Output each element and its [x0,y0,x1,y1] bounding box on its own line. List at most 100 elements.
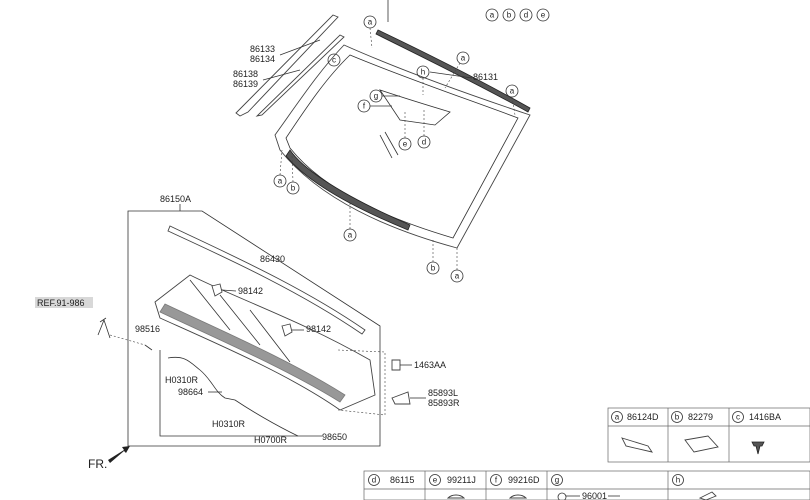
top-moulding-86131 [375,29,531,113]
svg-text:g: g [555,476,559,485]
table-part-86124D: 86124D [627,412,659,422]
label-86139: 86139 [233,79,258,89]
table-part-99211J: 99211J [447,475,476,485]
table-part-99216D: 99216D [508,475,540,485]
table-cell-e: e [429,474,441,486]
callout-h: h [416,65,430,79]
label-H0310R-b: H0310R [212,419,246,429]
label-86131: 86131 [473,72,498,82]
table-part-86115: 86115 [390,475,414,485]
svg-text:b: b [431,264,436,273]
table-cell-b: b [671,411,683,423]
callout-a-6: a [450,269,464,283]
label-96001: 96001 [582,491,607,500]
callout-a-4: a [273,174,287,188]
label-98142-b: 98142 [306,324,331,334]
label-86134: 86134 [250,54,275,64]
svg-text:c: c [332,56,336,65]
label-98664: 98664 [178,387,203,397]
svg-text:e: e [541,11,546,20]
table-cell-h: h [672,474,684,486]
side-moulding-86133 [235,14,339,117]
windshield-glass [274,44,531,249]
svg-text:f: f [363,102,366,111]
svg-text:a: a [278,177,283,186]
side-moulding-86138 [255,34,345,117]
callout-d-top: d [519,8,533,22]
svg-text:h: h [676,476,680,485]
svg-text:b: b [675,413,680,422]
label-86150A: 86150A [160,194,191,204]
front-direction-label: FR. [88,457,107,471]
table-cell-d: d [368,474,380,486]
callout-e-top: e [536,8,550,22]
svg-text:e: e [433,476,438,485]
cover-85893 [391,391,411,405]
svg-text:a: a [455,272,460,281]
svg-text:a: a [615,413,620,422]
svg-text:a: a [348,231,353,240]
callout-c: c [327,53,341,67]
washer-hose [167,356,299,437]
part-99211J-sketch [446,494,466,499]
washer-hose-box [159,350,322,437]
svg-text:b: b [291,184,296,193]
weatherstrip-86430 [167,225,366,335]
ref-label-bg [35,297,93,308]
cowl-panel [154,274,376,411]
part-82279-sketch [684,435,719,453]
part-96001-sketch [557,492,567,500]
svg-text:g: g [374,92,378,101]
svg-text:f: f [495,476,498,485]
callout-a-3: a [505,84,519,98]
label-1463AA: 1463AA [414,360,446,370]
label-86430: 86430 [260,254,285,264]
callout-b-2: b [426,261,440,275]
cowl-assembly-frame [127,210,381,447]
svg-text:h: h [421,68,425,77]
clip-1463AA [391,359,401,371]
label-H0310R-a: H0310R [165,375,199,385]
callout-b-1: b [286,181,300,195]
part-1416BA-sketch [751,441,765,455]
table-cell-a: a [611,411,623,423]
front-direction-arrow [108,446,130,463]
svg-text:a: a [461,54,466,63]
table-cell-c: c [732,411,744,423]
svg-text:d: d [524,11,528,20]
table-part-82279: 82279 [688,412,713,422]
callout-a-5: a [343,228,357,242]
label-85893L: 85893L [428,388,458,398]
ref-label[interactable]: REF.91-986 [37,298,85,308]
part-h-sketch [698,491,717,500]
clip-98142-b [281,323,293,337]
label-H0700R: H0700R [254,435,288,445]
svg-text:e: e [403,140,408,149]
table-part-1416BA: 1416BA [749,412,781,422]
label-86133: 86133 [250,44,275,54]
table-cell-g: g [551,474,563,486]
label-86138: 86138 [233,69,258,79]
svg-text:a: a [510,87,515,96]
callout-a-2: a [456,51,470,65]
table-cell-f: f [490,474,502,486]
part-99216D-sketch [508,494,528,499]
label-98516: 98516 [135,324,160,334]
callout-a-1: a [363,15,377,29]
clip-98142-a [211,283,223,297]
svg-text:c: c [736,413,740,422]
svg-text:d: d [372,476,376,485]
svg-text:a: a [490,11,495,20]
svg-text:d: d [422,138,426,147]
callout-a-top: a [485,8,499,22]
washer-nozzle-ref [97,317,111,339]
parts-table [363,407,810,500]
label-85893R: 85893R [428,398,460,408]
label-98650: 98650 [322,432,347,442]
label-98142-a: 98142 [238,286,263,296]
part-86124D-sketch [621,437,654,453]
svg-text:a: a [368,18,373,27]
svg-text:b: b [507,11,512,20]
callout-b-top: b [502,8,516,22]
